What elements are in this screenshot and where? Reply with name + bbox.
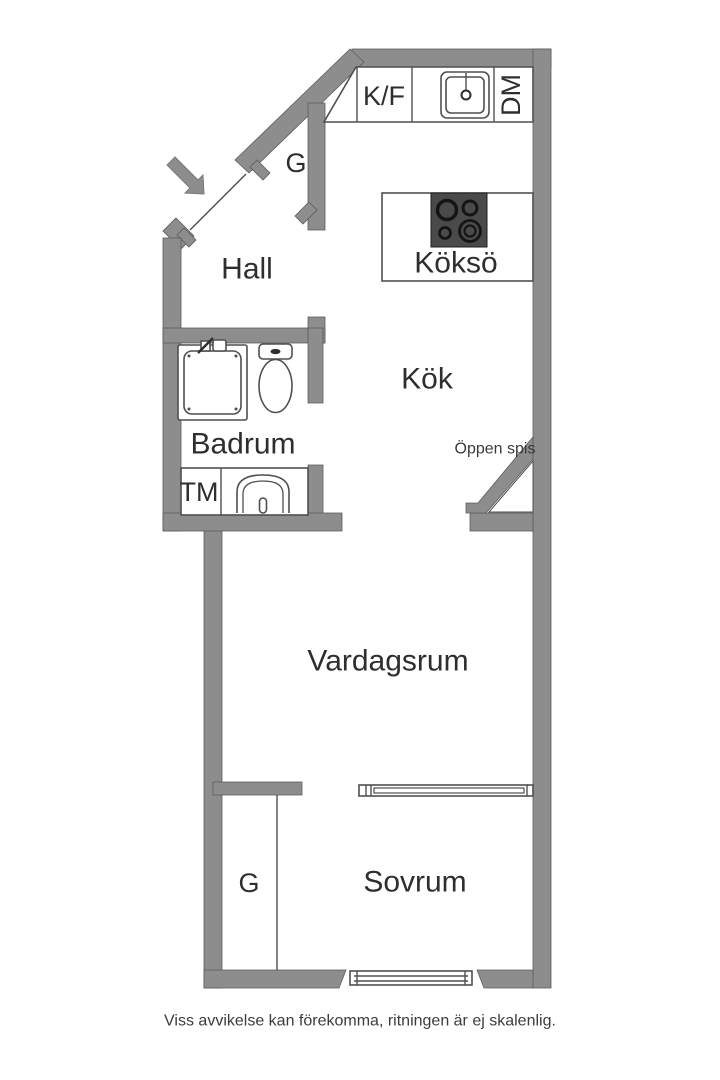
fireplace-hearth bbox=[487, 459, 534, 513]
wall-bathroom-right-lower bbox=[307, 464, 324, 518]
wall-bottom-left bbox=[203, 969, 347, 989]
label-kitchen-island: Köksö bbox=[414, 247, 497, 280]
disclaimer-text: Viss avvikelse kan förekomma, ritningen … bbox=[164, 1013, 556, 1030]
shower-corner-dot-4 bbox=[234, 407, 238, 411]
label-closet-bedroom: G bbox=[238, 868, 259, 898]
glass-partition-panel bbox=[373, 787, 525, 794]
label-kitchen: Kök bbox=[401, 363, 454, 396]
burner-top-right bbox=[461, 199, 479, 217]
label-bathroom: Badrum bbox=[190, 428, 295, 461]
labels: K/F DM G Hall Köksö Kök Öppen spis Badru… bbox=[164, 74, 556, 1030]
label-bedroom: Sovrum bbox=[363, 866, 466, 899]
shower-corner-dot-1 bbox=[187, 354, 191, 358]
shower-mixer-body-2 bbox=[212, 339, 227, 352]
label-fridge-freezer: K/F bbox=[363, 81, 405, 111]
label-dishwasher: DM bbox=[496, 74, 526, 116]
wall-left-lower bbox=[203, 512, 223, 989]
bathroom-fixtures bbox=[177, 337, 293, 421]
wall-hall-kitchen bbox=[307, 102, 326, 231]
wall-right bbox=[532, 48, 552, 989]
wall-bathroom-top bbox=[162, 327, 326, 344]
wall-bottom-right bbox=[476, 969, 534, 989]
toilet-flush-button bbox=[270, 348, 281, 355]
shower-mixer-handle bbox=[197, 337, 214, 354]
kitchen-island bbox=[381, 192, 534, 282]
kitchen-counter bbox=[322, 66, 534, 123]
shower-inner bbox=[183, 350, 242, 415]
burner-bottom-right bbox=[458, 219, 482, 243]
wall-livingroom-bedroom bbox=[212, 781, 303, 796]
wall-diagonal-upper bbox=[234, 48, 365, 174]
wall-mid-right bbox=[469, 512, 534, 532]
laundry-basin-outer bbox=[236, 474, 290, 513]
door-jamb-entrance-lower bbox=[176, 227, 197, 248]
laundry-fixtures bbox=[180, 467, 309, 516]
balcony-door bbox=[349, 970, 473, 986]
shower-corner-dot-2 bbox=[234, 354, 238, 358]
burner-bottom-left bbox=[438, 226, 452, 240]
label-washing-machine: TM bbox=[180, 477, 219, 507]
sink-faucet-knob bbox=[460, 89, 472, 101]
laundry-basin-inner bbox=[242, 480, 284, 513]
glass-partition bbox=[358, 784, 534, 797]
entrance-door-line bbox=[189, 173, 247, 231]
label-closet-hall: G bbox=[285, 148, 306, 178]
laundry-basin-tap bbox=[258, 497, 268, 514]
burner-top-left bbox=[435, 198, 459, 222]
burner-bottom-right-inner bbox=[463, 224, 477, 238]
label-fireplace: Öppen spis bbox=[455, 440, 536, 458]
toilet-bowl bbox=[258, 358, 293, 414]
label-living-room: Vardagsrum bbox=[307, 645, 468, 678]
shower-corner-dot-3 bbox=[187, 407, 191, 411]
wall-bathroom-right-upper bbox=[307, 327, 324, 404]
door-jamb-hall-closet bbox=[294, 201, 318, 225]
balcony-door-frame bbox=[349, 970, 473, 986]
wall-top bbox=[351, 48, 552, 68]
entrance-arrow-icon bbox=[166, 156, 205, 195]
door-jamb-entrance-upper bbox=[249, 159, 271, 181]
walls bbox=[162, 48, 552, 989]
fireplace-wall bbox=[465, 435, 534, 514]
label-hall: Hall bbox=[221, 253, 273, 286]
